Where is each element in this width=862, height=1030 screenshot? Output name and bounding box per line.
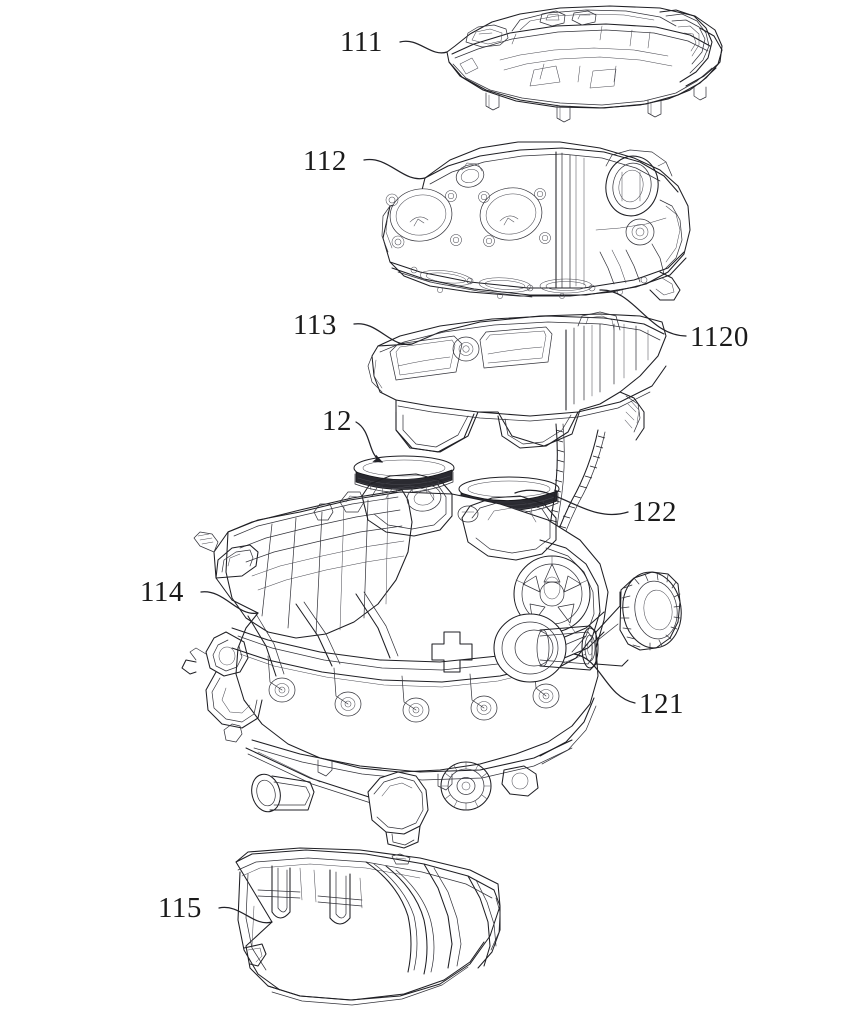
leader-line-115: [218, 906, 273, 924]
ref-label-115: 115: [158, 892, 202, 924]
ref-label-113: 113: [293, 309, 337, 341]
leader-line-122: [514, 489, 629, 515]
ref-label-122: 122: [632, 496, 677, 528]
leader-line-121: [573, 653, 636, 704]
crankcase-lower-detail: [223, 697, 597, 849]
knurled-cap: [619, 571, 682, 651]
ref-label-114: 114: [140, 576, 184, 608]
leader-line-1120: [599, 289, 687, 337]
leader-lines: [200, 40, 687, 924]
ref-label-111: 111: [340, 26, 383, 58]
ref-label-1120: 1120: [690, 321, 749, 353]
ref-label-12: 12: [322, 405, 352, 437]
leader-line-12: [355, 421, 384, 463]
part-cylinder-head-cover: [446, 5, 723, 123]
leader-line-113: [353, 323, 413, 345]
leader-line-114: [200, 591, 259, 614]
leader-line-111: [399, 40, 448, 54]
part-crankcase: [181, 473, 609, 773]
ref-label-121: 121: [639, 688, 684, 720]
crankcase-bolt-bosses: [268, 677, 560, 723]
ref-label-112: 112: [303, 145, 347, 177]
part-cylinder-head: [381, 141, 691, 301]
leader-line-112: [363, 158, 426, 180]
part-oil-pan: [235, 847, 501, 1006]
part-cylinder-block: [367, 311, 667, 453]
part-crankshaft-output: [493, 571, 682, 683]
